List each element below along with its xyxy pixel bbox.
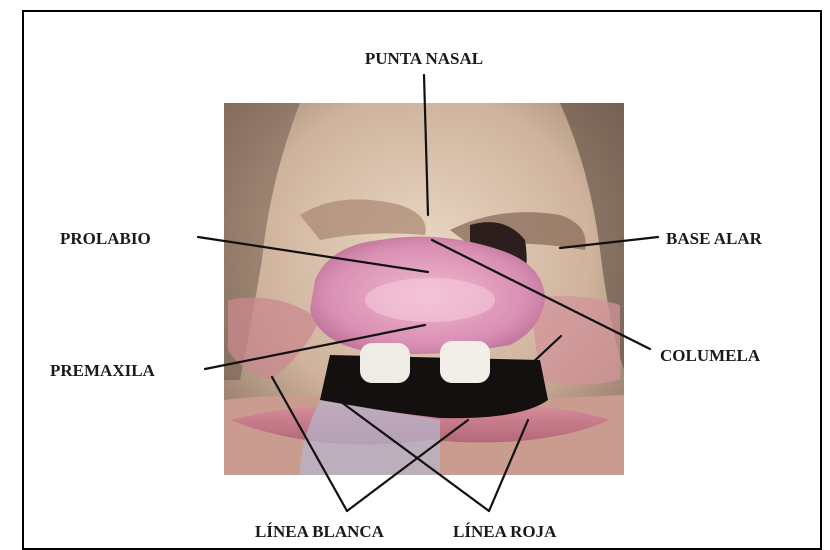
label-prolabio: PROLABIO xyxy=(60,229,151,248)
label-linea-blanca: LÍNEA BLANCA xyxy=(255,522,385,541)
photo xyxy=(224,103,624,475)
label-linea-roja: LÍNEA ROJA xyxy=(453,522,557,541)
label-premaxila: PREMAXILA xyxy=(50,361,156,380)
label-punta-nasal: PUNTA NASAL xyxy=(365,49,483,68)
label-base-alar: BASE ALAR xyxy=(666,229,763,248)
label-columela: COLUMELA xyxy=(660,346,761,365)
